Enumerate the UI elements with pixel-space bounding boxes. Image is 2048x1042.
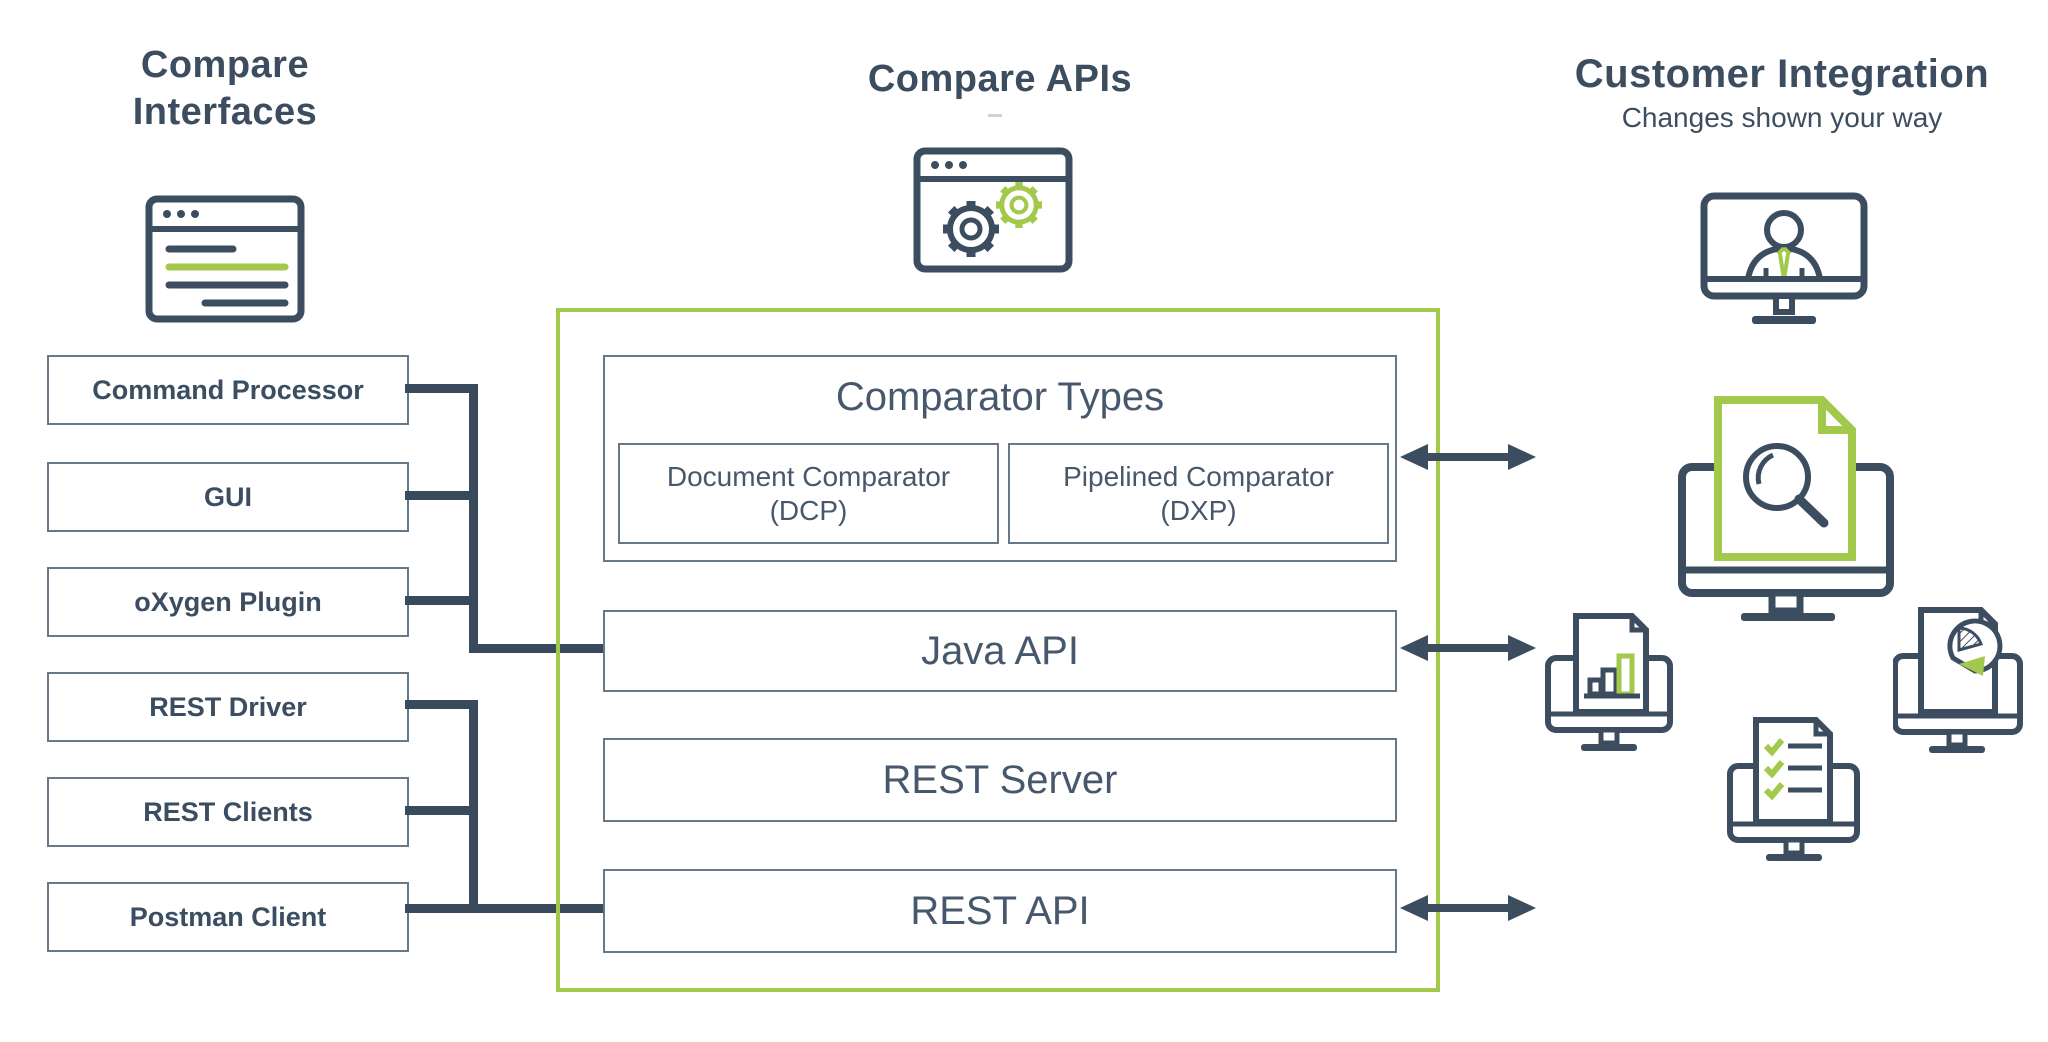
interface-box-rest-clients: REST Clients (47, 777, 409, 847)
dxp-name: Pipelined Comparator (1063, 460, 1334, 492)
layer-box-java-api: Java API (603, 610, 1397, 692)
magnifier-icon (1743, 443, 1811, 511)
green-gear-icon (996, 182, 1042, 228)
small-dash-decoration (988, 114, 1002, 117)
comparator-box-dxp: Pipelined Comparator (DXP) (1008, 443, 1389, 544)
monitor-pie-chart-icon (1893, 607, 2023, 753)
interface-box-command-processor: Command Processor (47, 355, 409, 425)
comparator-types-title: Comparator Types (835, 375, 1165, 419)
arrow-java-api (1400, 635, 1536, 661)
dcp-abbr: (DCP) (769, 494, 848, 526)
dcp-name: Document Comparator (666, 460, 951, 492)
monitor-document-search-icon (1678, 396, 1894, 621)
center-column-title: Compare APIs (867, 58, 1133, 100)
pie-green-slice (1959, 656, 1985, 676)
green-tie-icon (1776, 246, 1792, 280)
left-title-line2: Interfaces (132, 91, 318, 133)
interface-box-rest-driver: REST Driver (47, 672, 409, 742)
check-icon (1763, 782, 1785, 801)
interface-box-oxygen-plugin: oXygen Plugin (47, 567, 409, 637)
right-column-title: Customer Integration (1574, 52, 1990, 96)
connector-vertical-java-group (469, 384, 478, 653)
navy-gear-icon (943, 201, 999, 257)
interface-box-gui: GUI (47, 462, 409, 532)
connector-command-processor (405, 384, 478, 393)
monitor-person-icon (1700, 192, 1868, 324)
left-column-title: Compare Interfaces (40, 42, 410, 136)
left-title-line1: Compare (140, 44, 310, 86)
connector-rest-clients (405, 806, 478, 815)
connector-oxygen-plugin (405, 596, 478, 605)
connector-to-java-api (469, 644, 603, 653)
right-column-subtitle: Changes shown your way (1621, 102, 1943, 133)
comparator-box-dcp: Document Comparator (DCP) (618, 443, 999, 544)
arrow-rest-api (1400, 895, 1536, 921)
connector-rest-driver (405, 700, 478, 709)
green-document-icon (1714, 396, 1856, 561)
browser-window-icon (145, 195, 305, 323)
pie-hatched-slice (1957, 626, 1983, 652)
arrow-comparator-types (1400, 444, 1536, 470)
monitor-checklist-icon (1727, 717, 1860, 861)
interface-box-postman-client: Postman Client (47, 882, 409, 952)
connector-to-rest-api (405, 904, 603, 913)
check-icon (1763, 738, 1785, 757)
layer-box-rest-server: REST Server (603, 738, 1397, 822)
connector-gui (405, 491, 478, 500)
dxp-abbr: (DXP) (1160, 494, 1237, 526)
monitor-bar-chart-icon (1545, 613, 1673, 751)
browser-gears-icon (913, 147, 1073, 273)
check-icon (1763, 760, 1785, 779)
layer-box-rest-api: REST API (603, 869, 1397, 953)
connector-vertical-rest-group (469, 700, 478, 913)
green-bar (1616, 653, 1635, 697)
